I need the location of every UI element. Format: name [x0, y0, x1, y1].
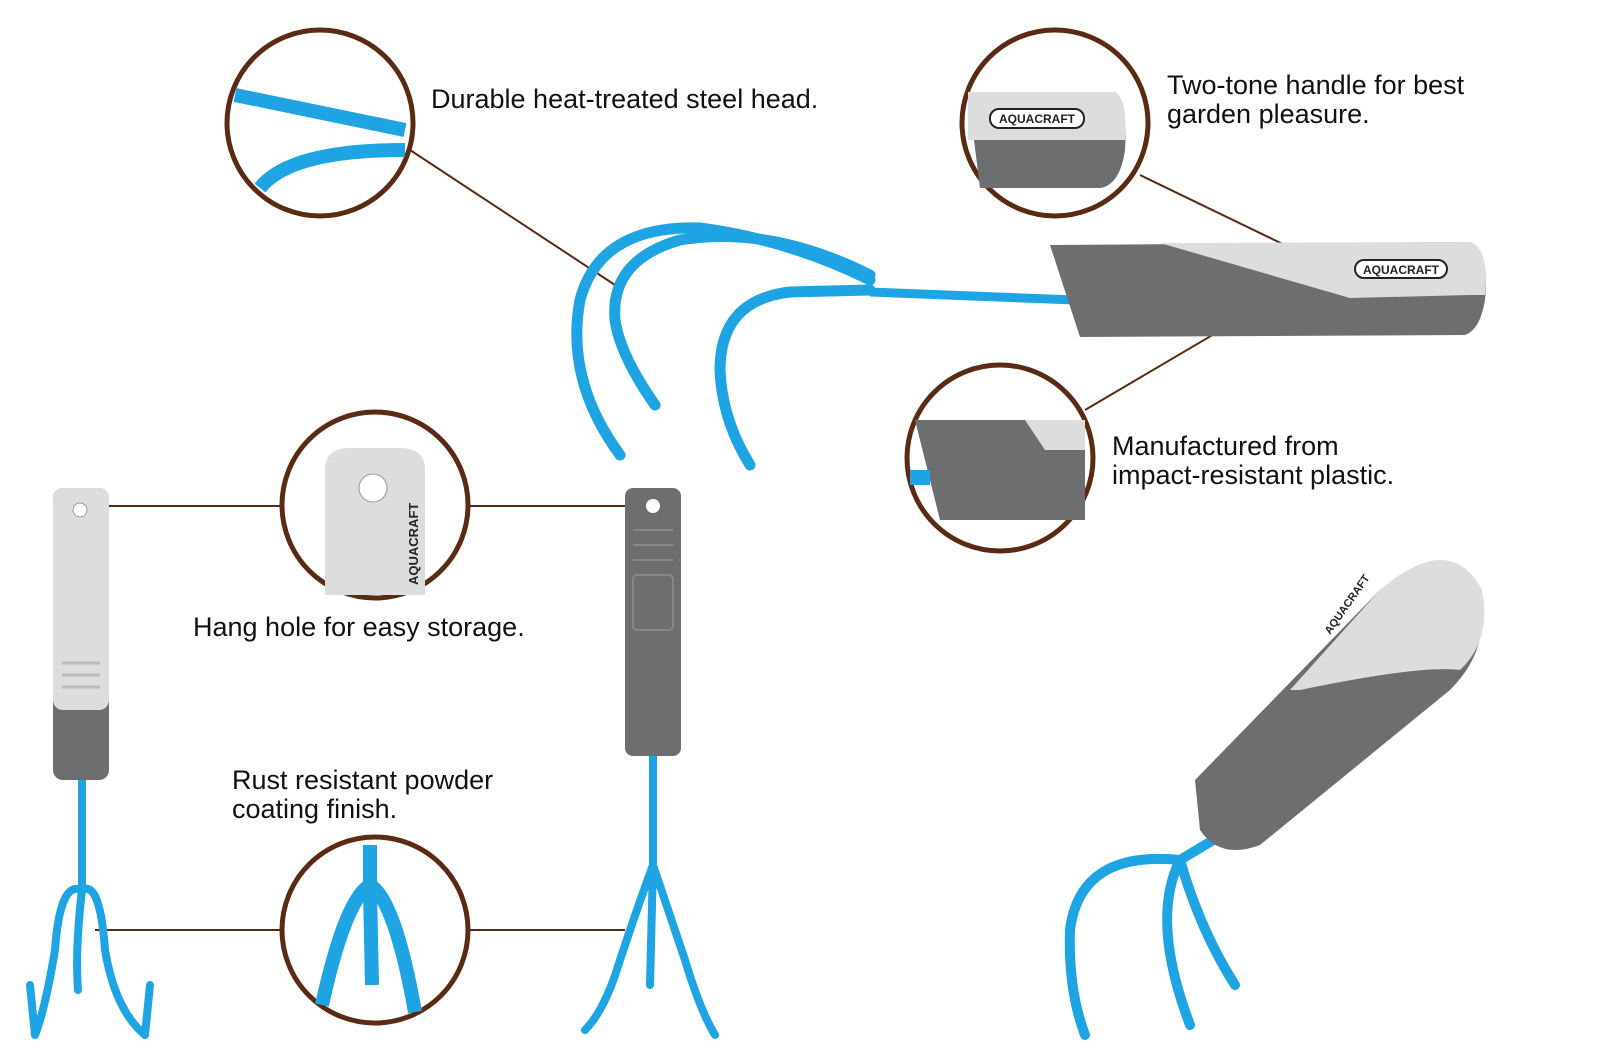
leader-steel-head: [409, 149, 616, 286]
callout-handle-line1: Two-tone handle for best: [1167, 70, 1465, 100]
cultivator-side-view: AQUACRAFT: [571, 222, 1486, 471]
detail-circle-hang-hole: AQUACRAFT: [279, 409, 471, 601]
cultivator-front-view-left: [26, 488, 154, 1039]
callout-coating-line1: Rust resistant powder: [232, 765, 494, 795]
leader-lines: [95, 149, 1296, 931]
brand-logo: AQUACRAFT: [1363, 263, 1440, 277]
callout-plastic-line1: Manufactured from: [1112, 431, 1339, 461]
callout-coating-line2: coating finish.: [232, 794, 398, 824]
detail-circle-plastic: [904, 362, 1096, 554]
callout-handle-line2: garden pleasure.: [1167, 99, 1370, 129]
detail-circle-steel-head: [224, 27, 416, 219]
callout-steel-head: Durable heat-treated steel head.: [431, 84, 819, 114]
svg-text:AQUACRAFT: AQUACRAFT: [999, 112, 1076, 126]
svg-text:AQUACRAFT: AQUACRAFT: [406, 503, 421, 585]
callout-hang-hole: Hang hole for easy storage.: [193, 612, 525, 642]
cultivator-angled-view: AQUACRAFT: [1064, 560, 1485, 1040]
detail-circle-coating: [279, 834, 471, 1026]
callout-plastic-line2: impact-resistant plastic.: [1112, 460, 1395, 490]
detail-circle-handle: AQUACRAFT: [959, 27, 1151, 219]
cultivator-front-view-right: [581, 488, 719, 1039]
leader-handle: [1139, 174, 1296, 251]
